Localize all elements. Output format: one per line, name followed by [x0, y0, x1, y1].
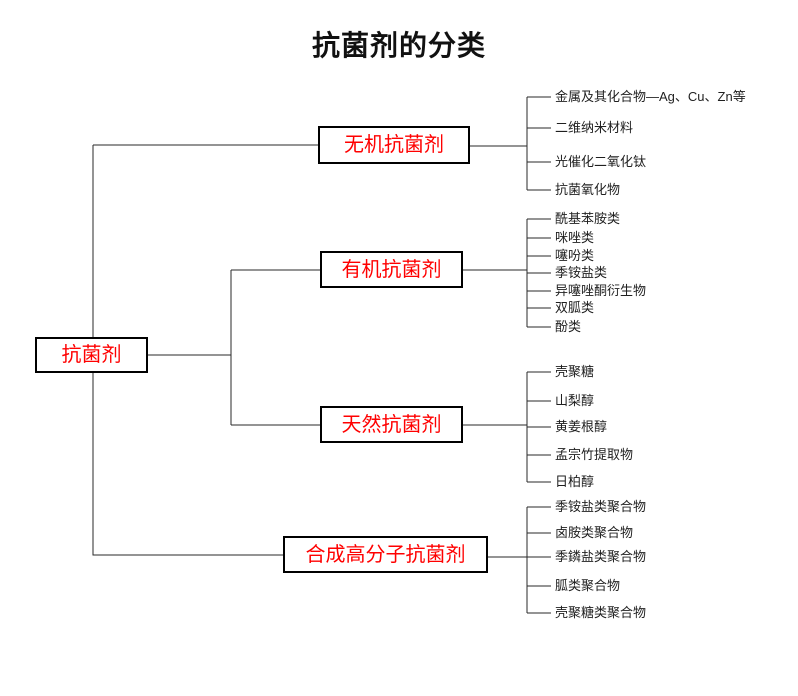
leaf-label: 双胍类 [555, 300, 595, 315]
node-root-antibacterial-agent: 抗菌剂 [35, 337, 148, 373]
natural-branch-connectors [463, 371, 551, 483]
node-label: 无机抗菌剂 [344, 134, 444, 156]
trunk-connectors [92, 144, 320, 556]
leaf-label: 季铵盐类聚合物 [555, 499, 647, 514]
node-organic-antibacterial: 有机抗菌剂 [320, 251, 463, 288]
leaf-label: 二维纳米材料 [555, 120, 634, 135]
page-title: 抗菌剂的分类 [311, 30, 486, 61]
node-label: 有机抗菌剂 [341, 258, 442, 281]
node-label: 抗菌剂 [61, 344, 122, 366]
leaf-label: 日柏醇 [555, 474, 595, 489]
leaf-label: 酰基苯胺类 [555, 211, 621, 226]
leaf-label: 壳聚糖 [555, 364, 595, 379]
leaf-label: 季鏻盐类聚合物 [555, 549, 647, 564]
leaf-label: 壳聚糖类聚合物 [555, 605, 647, 620]
synthetic-branch-connectors [488, 506, 551, 614]
node-synthetic-polymer-antibacterial: 合成高分子抗菌剂 [283, 536, 488, 573]
leaf-label: 异噻唑酮衍生物 [555, 283, 647, 298]
leaf-label: 山梨醇 [555, 393, 595, 408]
leaf-label: 季铵盐类 [555, 265, 608, 280]
leaf-label: 卤胺类聚合物 [555, 525, 634, 540]
inorganic-branch-connectors [470, 96, 551, 191]
leaf-label: 黄姜根醇 [555, 419, 608, 434]
organic-branch-connectors [463, 218, 551, 328]
leaf-label: 光催化二氧化钛 [555, 154, 647, 169]
node-inorganic-antibacterial: 无机抗菌剂 [318, 126, 470, 164]
leaf-label: 金属及其化合物—Ag、Cu、Zn等 [555, 89, 746, 104]
leaf-label: 咪唑类 [555, 230, 595, 245]
leaf-label: 抗菌氧化物 [555, 182, 621, 197]
leaf-label: 酚类 [555, 319, 582, 334]
leaf-label: 胍类聚合物 [555, 578, 621, 593]
node-natural-antibacterial: 天然抗菌剂 [320, 406, 463, 443]
node-label: 天然抗菌剂 [341, 413, 442, 436]
node-label: 合成高分子抗菌剂 [305, 543, 466, 566]
leaf-label: 噻吩类 [555, 248, 595, 263]
leaf-label: 孟宗竹提取物 [555, 447, 634, 462]
